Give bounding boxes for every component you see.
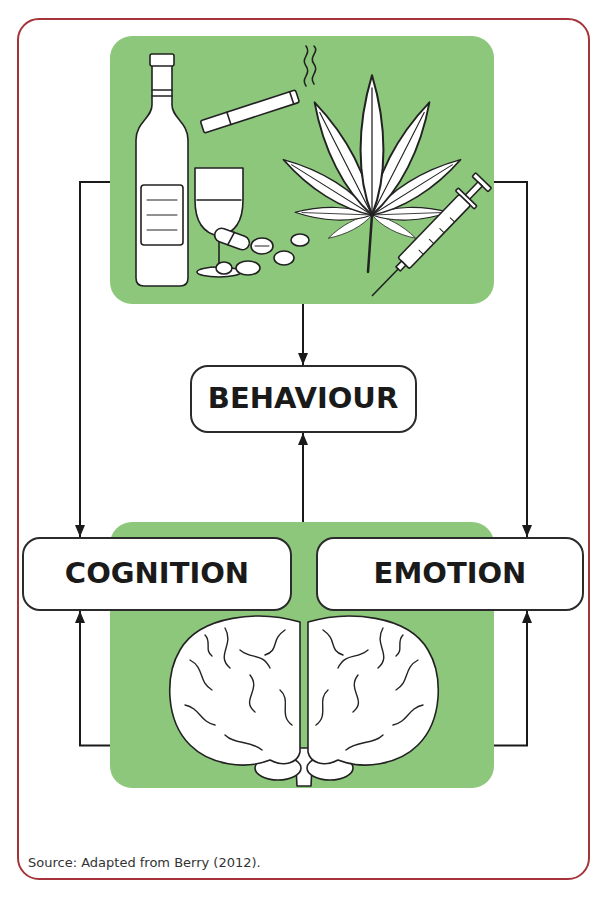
flow-arrow <box>494 611 527 745</box>
flow-arrow <box>302 304 304 365</box>
caption-text: Source: Adapted from Berry (2012). <box>28 855 261 870</box>
flow-arrow <box>80 611 110 745</box>
process-box: BEHAVIOUR <box>190 365 417 433</box>
box-label: EMOTION <box>374 557 527 590</box>
source-caption: Source: Adapted from Berry (2012). <box>28 855 261 870</box>
flow-arrow <box>494 182 527 537</box>
flow-arrow <box>302 433 304 522</box>
flow-arrow <box>80 182 110 537</box>
process-box: EMOTION <box>316 537 584 611</box>
process-box: COGNITION <box>22 537 292 611</box>
substances-panel <box>110 36 494 304</box>
box-label: BEHAVIOUR <box>208 382 398 415</box>
box-label: COGNITION <box>65 557 249 590</box>
